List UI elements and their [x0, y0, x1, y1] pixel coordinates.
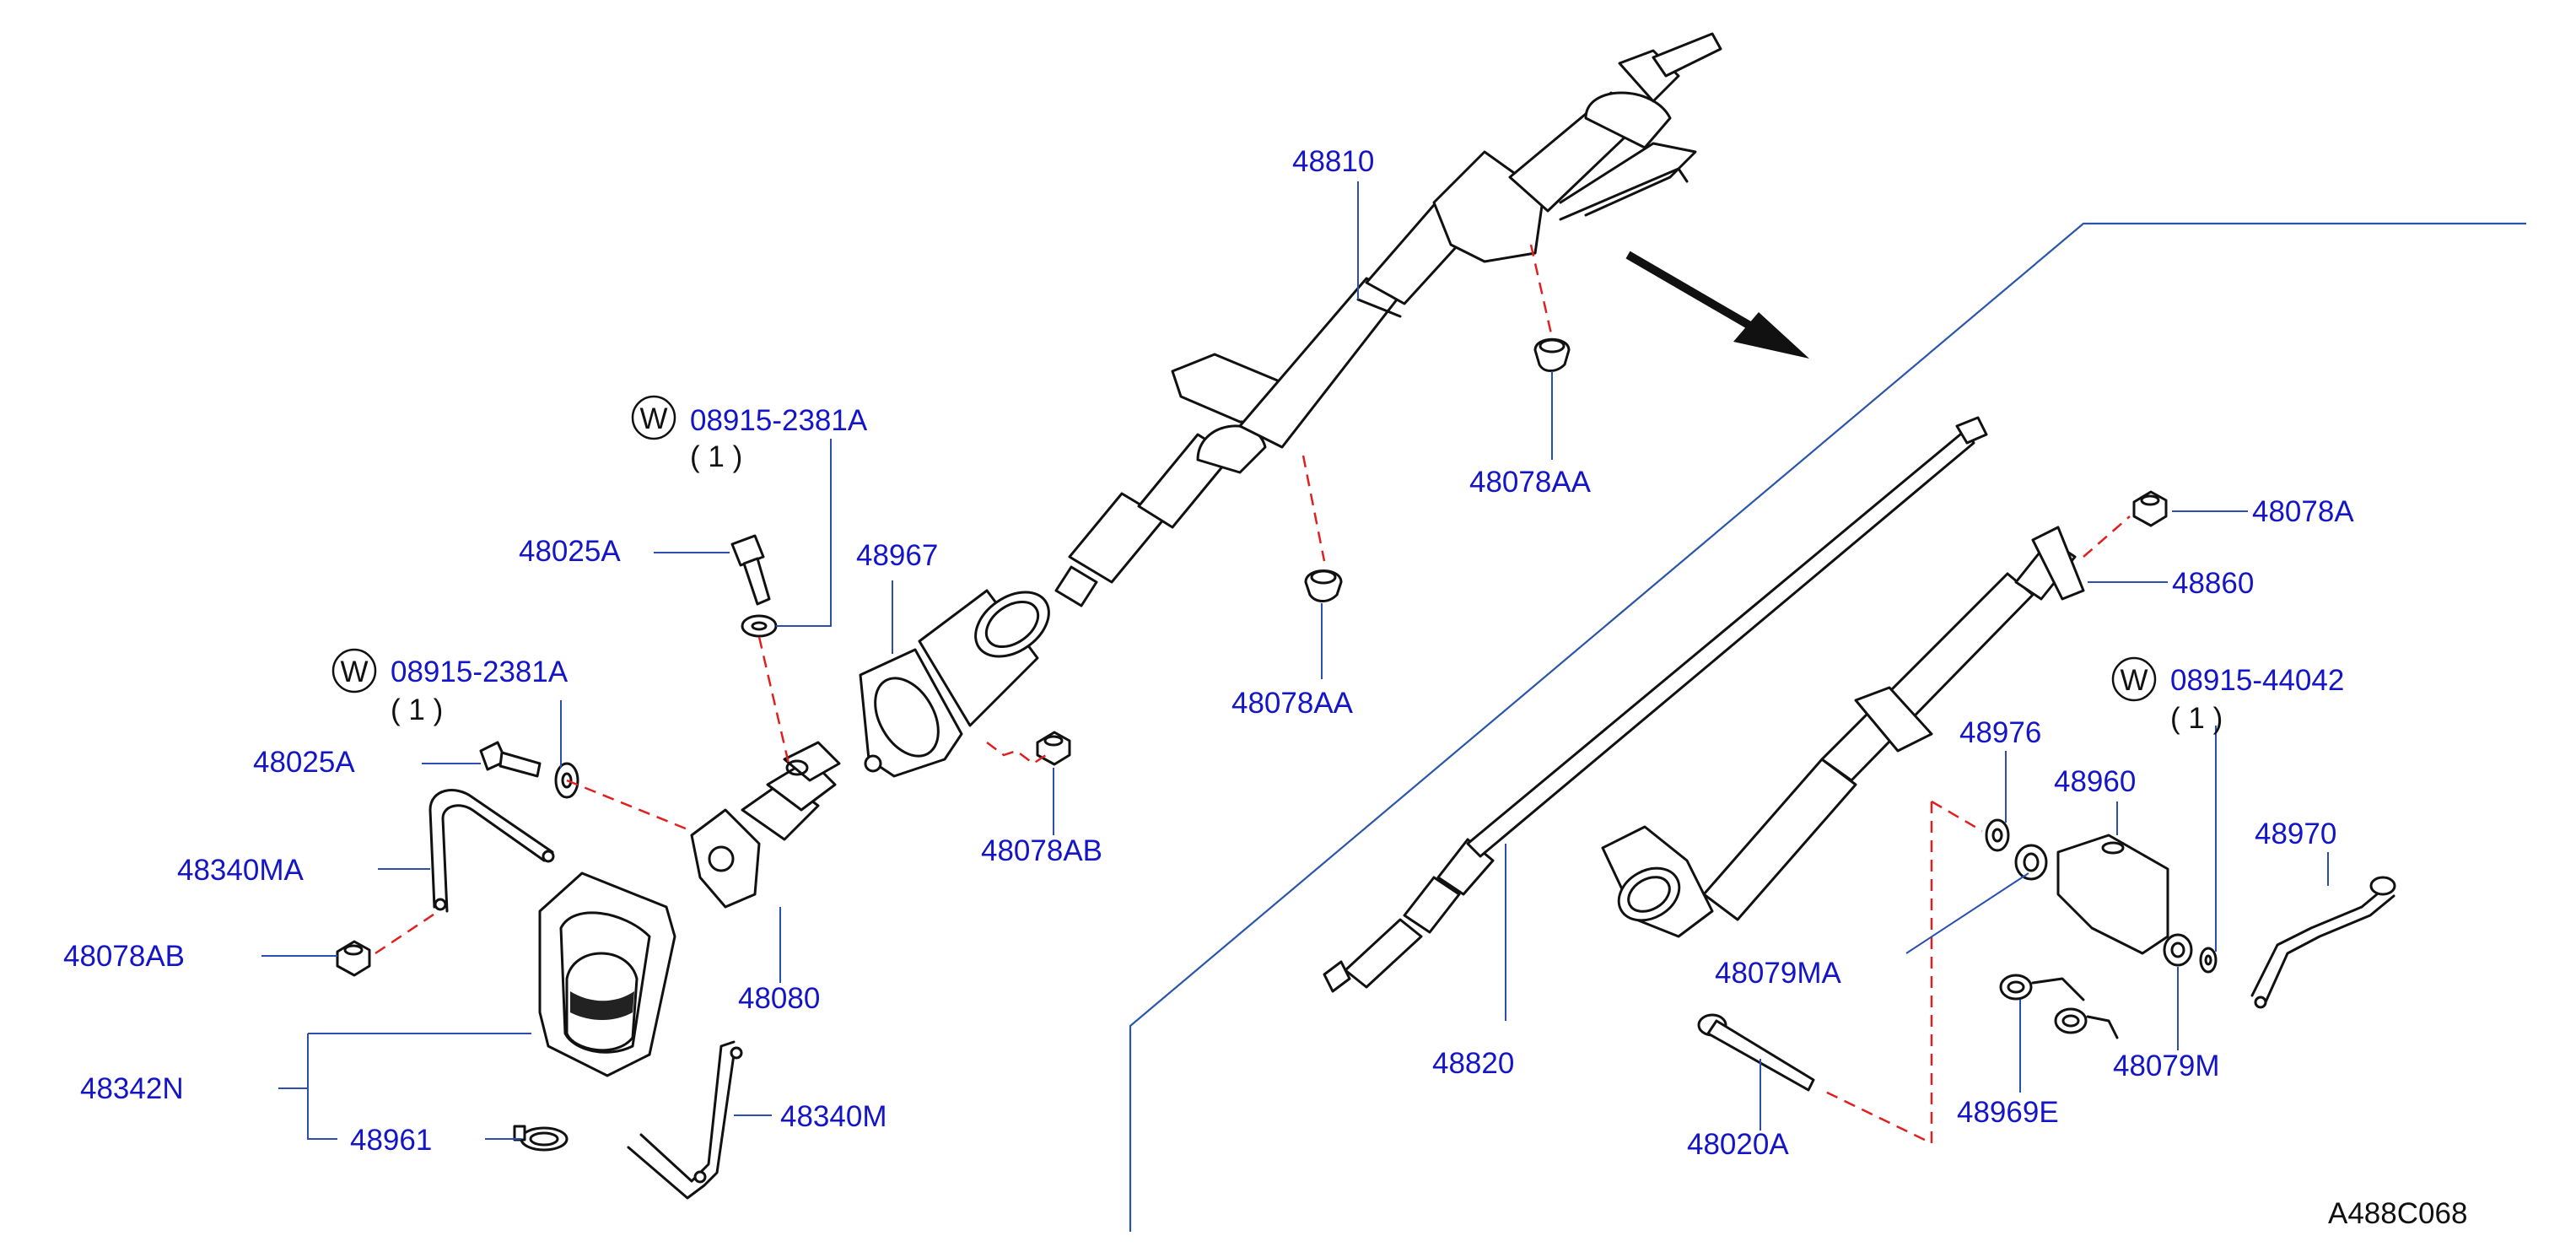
- washer-48976: [1985, 818, 2010, 852]
- label-48078a: 48078A: [2252, 495, 2354, 528]
- label-48078aa-lower: 48078AA: [1231, 687, 1354, 720]
- label-48025a-upper: 48025A: [519, 535, 621, 568]
- label-48342n: 48342N: [80, 1072, 184, 1105]
- label-48080: 48080: [738, 982, 820, 1015]
- svg-text:W: W: [340, 656, 368, 688]
- label-48078aa-upper: 48078AA: [1469, 466, 1592, 499]
- hole-cover-48967: [859, 589, 1050, 778]
- label-48969e: 48969E: [1957, 1096, 2059, 1129]
- steering-shaft-48820: [1323, 416, 1988, 993]
- boot-seal-48342n: [538, 872, 676, 1077]
- label-08915-2381a-lower: 08915-2381A: [391, 656, 569, 688]
- tilt-bracket-48960: [2056, 834, 2169, 955]
- label-48961: 48961: [350, 1124, 432, 1157]
- bolt-48025a-lower: [479, 741, 542, 778]
- label-leader-lines: [261, 181, 2329, 1140]
- bracket-48340m: [627, 1040, 743, 1200]
- spring-48969e: [1999, 974, 2119, 1039]
- label-48079ma: 48079MA: [1715, 957, 1841, 990]
- washer-symbol-lower: W: [331, 648, 377, 693]
- svg-text:W: W: [2120, 664, 2148, 697]
- nut-48078ab-left: [336, 940, 371, 977]
- label-48025a-lower: 48025A: [253, 746, 355, 779]
- label-48967: 48967: [856, 539, 938, 572]
- steering-column-lower-assembly-48860: [1601, 526, 2085, 938]
- nut-48078ab-right: [1036, 731, 1071, 766]
- label-48960: 48960: [2054, 765, 2136, 798]
- label-48020a: 48020A: [1687, 1128, 1789, 1161]
- dashed-assembly-links: [375, 244, 2131, 1145]
- label-48340m: 48340M: [780, 1100, 887, 1133]
- label-48078ab-right: 48078AB: [981, 834, 1102, 867]
- label-08915-44042-qty: ( 1 ): [2170, 702, 2223, 735]
- bolt-48020a: [1697, 1013, 1815, 1092]
- label-48810: 48810: [1292, 145, 1374, 178]
- steering-column-upper-assembly: [1054, 32, 1722, 607]
- diagram-reference-code: A488C068: [2328, 1197, 2467, 1230]
- part-labels: 48810 48078AA 48078AA 08915-2381A ( 1 ) …: [63, 145, 2354, 1161]
- universal-joint-48080: [690, 741, 841, 909]
- label-48079m: 48079M: [2113, 1050, 2219, 1082]
- lever-48970: [2250, 876, 2396, 1009]
- nut-48078aa-lower: [1304, 569, 1343, 602]
- label-48976: 48976: [1959, 716, 2041, 749]
- label-48340ma: 48340MA: [177, 854, 304, 887]
- washer-symbol-right: W: [2111, 656, 2157, 702]
- bolt-48025a-upper: [730, 534, 771, 606]
- label-08915-2381a-lower-qty: ( 1 ): [391, 693, 443, 726]
- washer-symbol-upper: W: [631, 395, 676, 440]
- section-separator-line: [1129, 222, 2526, 1232]
- bracket-48340ma: [428, 789, 555, 913]
- label-08915-44042: 08915-44042: [2170, 664, 2344, 697]
- label-08915-2381a-upper: 08915-2381A: [690, 404, 868, 437]
- nut-48078aa-upper: [1533, 337, 1571, 372]
- label-08915-2381a-upper-qty: ( 1 ): [690, 440, 742, 473]
- label-48820: 48820: [1432, 1047, 1514, 1080]
- svg-text:W: W: [639, 402, 667, 435]
- bushing-48079m: [2163, 933, 2193, 967]
- bushing-48079ma: [2014, 844, 2048, 881]
- nut-48078a: [2132, 490, 2168, 527]
- washer-08915-2381a-upper: [741, 614, 778, 638]
- label-48970: 48970: [2255, 818, 2336, 850]
- label-48078ab-left: 48078AB: [63, 940, 185, 973]
- label-48860: 48860: [2172, 567, 2254, 600]
- direction-arrow: [1625, 251, 1809, 359]
- clamp-48961: [513, 1125, 569, 1152]
- washer-08915-44042: [2199, 947, 2218, 974]
